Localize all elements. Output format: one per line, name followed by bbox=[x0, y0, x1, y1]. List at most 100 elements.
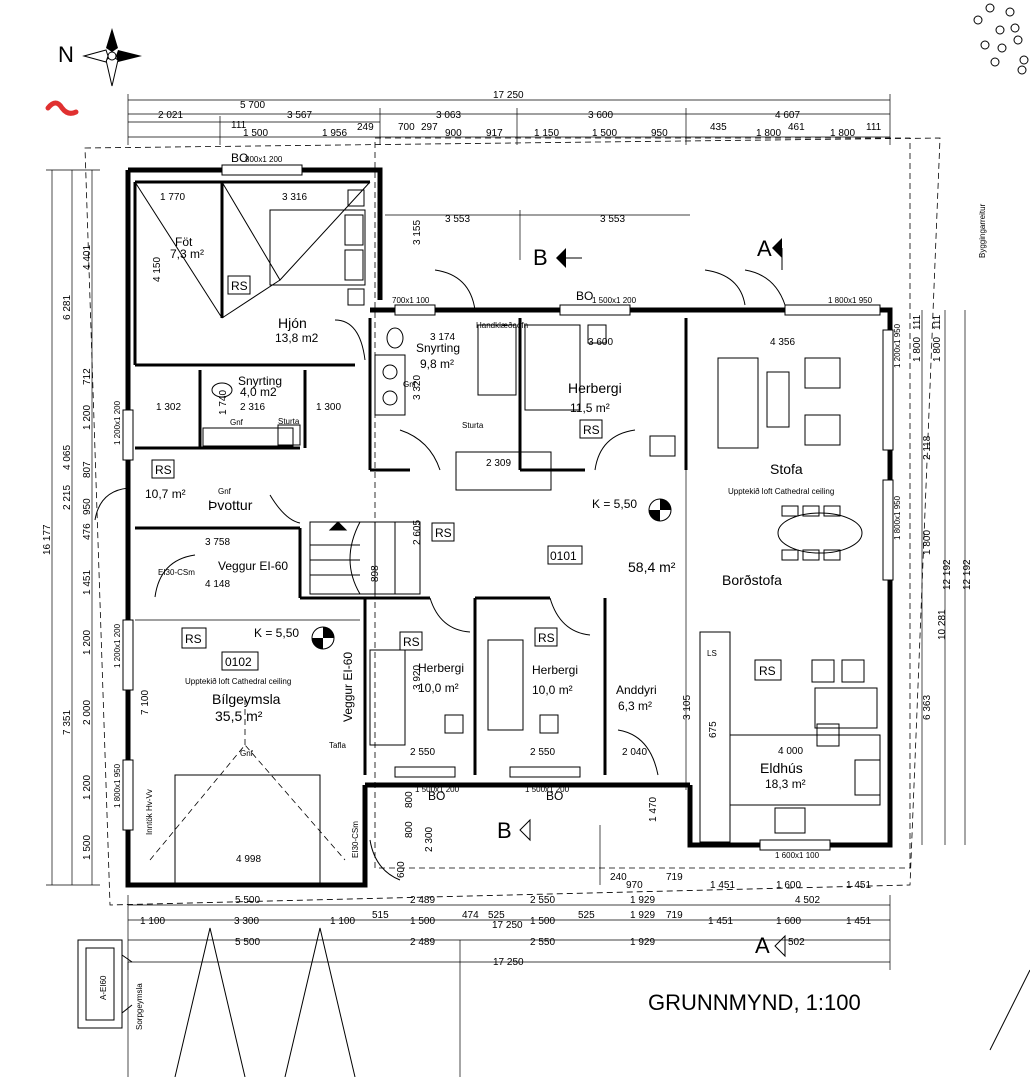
room-snyrting-area: 9,8 m² bbox=[420, 357, 454, 371]
svg-text:2 300: 2 300 bbox=[424, 827, 435, 852]
double-bed-icon bbox=[269, 189, 366, 306]
svg-text:675: 675 bbox=[708, 721, 719, 738]
svg-text:1 200x1 200: 1 200x1 200 bbox=[113, 400, 122, 445]
dim-overall-top: 17 250 bbox=[493, 90, 524, 101]
section-markers: B A B A bbox=[497, 236, 786, 958]
svg-text:Handklæðaofn: Handklæðaofn bbox=[476, 321, 528, 330]
bottom-dimension-lines bbox=[127, 825, 891, 1077]
room-bilgeymsla-area: 35,5 m² bbox=[215, 708, 263, 724]
north-arrow-icon: N bbox=[58, 28, 142, 87]
room-hjon-name: Hjón bbox=[278, 315, 307, 331]
svg-text:240: 240 bbox=[610, 872, 627, 883]
svg-text:1 200x1 200: 1 200x1 200 bbox=[113, 623, 122, 668]
svg-text:1 800: 1 800 bbox=[912, 337, 923, 362]
svg-text:800: 800 bbox=[404, 791, 415, 808]
svg-text:1 100: 1 100 bbox=[140, 916, 165, 927]
bo-tag-4: BO bbox=[546, 789, 563, 803]
svg-text:16 177: 16 177 bbox=[42, 524, 53, 555]
svg-text:1 300: 1 300 bbox=[316, 402, 341, 413]
svg-text:6 281: 6 281 bbox=[62, 295, 73, 320]
svg-text:5 500: 5 500 bbox=[235, 937, 260, 948]
svg-text:1 150: 1 150 bbox=[534, 128, 559, 139]
svg-text:4 502: 4 502 bbox=[795, 895, 820, 906]
bathroom-fixtures bbox=[202, 324, 517, 447]
svg-text:1 500: 1 500 bbox=[530, 916, 555, 927]
section-b-top: B bbox=[533, 245, 548, 270]
svg-text:6 363: 6 363 bbox=[922, 695, 933, 720]
dim-top-5: 2 021 bbox=[158, 110, 183, 121]
right-dimension-lines bbox=[921, 310, 966, 845]
section-b-bottom: B bbox=[497, 818, 512, 843]
inner-dimensions: 1 770 3 316 3 553 3 553 3 174 3 600 4 35… bbox=[156, 192, 803, 865]
svg-text:2 550: 2 550 bbox=[530, 895, 555, 906]
svg-text:12 192: 12 192 bbox=[962, 559, 973, 590]
svg-text:2 489: 2 489 bbox=[410, 937, 435, 948]
gnf-tag-3: Gnf bbox=[240, 749, 254, 758]
room-fot-area: 7,3 m² bbox=[170, 247, 204, 261]
room-thvottur-name: Þvottur bbox=[208, 497, 253, 513]
wall-ei60-vertical-label: Veggur EI-60 bbox=[341, 652, 355, 722]
red-mark-icon bbox=[45, 100, 79, 116]
bo-tag-1: BO bbox=[231, 151, 248, 165]
svg-text:474: 474 bbox=[462, 910, 479, 921]
svg-text:RS: RS bbox=[435, 526, 452, 540]
svg-text:1 956: 1 956 bbox=[322, 128, 347, 139]
svg-text:RS: RS bbox=[403, 635, 420, 649]
zone-0102: 0102 bbox=[225, 655, 252, 669]
svg-text:970: 970 bbox=[626, 880, 643, 891]
svg-text:1 200: 1 200 bbox=[82, 775, 93, 800]
windows bbox=[122, 164, 894, 851]
building-plot-outline bbox=[84, 137, 941, 906]
svg-text:3 155: 3 155 bbox=[412, 220, 423, 245]
bottom-dims-misc: 240 970 719 1 451 1 600 1 451 bbox=[610, 872, 871, 891]
svg-text:RS: RS bbox=[583, 423, 600, 437]
staircase-icon bbox=[309, 521, 421, 595]
svg-text:719: 719 bbox=[666, 872, 683, 883]
svg-text:1 800: 1 800 bbox=[830, 128, 855, 139]
svg-text:525: 525 bbox=[578, 910, 595, 921]
bottom-dims-row2: 1 100 3 300 1 100 515 1 500 474 525 1 50… bbox=[140, 910, 871, 931]
driveway-lines bbox=[174, 927, 1030, 1077]
room-snyrting2-area: 4,0 m2 bbox=[240, 385, 277, 399]
svg-text:4 401: 4 401 bbox=[82, 245, 93, 270]
svg-text:297: 297 bbox=[421, 122, 438, 133]
svg-text:435: 435 bbox=[710, 122, 727, 133]
bo-tag-2: BO bbox=[576, 289, 593, 303]
room-snyrting2-name: Snyrting bbox=[238, 374, 282, 388]
door-swings bbox=[94, 269, 786, 881]
svg-text:111: 111 bbox=[932, 314, 943, 330]
svg-text:1 451: 1 451 bbox=[846, 880, 871, 891]
svg-text:4 148: 4 148 bbox=[205, 579, 230, 590]
rs-tags: RS RS RS RS RS RS RS RS bbox=[151, 275, 782, 681]
room-bordstofa-area: 58,4 m² bbox=[628, 559, 676, 575]
svg-text:2 040: 2 040 bbox=[622, 747, 647, 758]
roof-outline bbox=[374, 137, 911, 869]
room-stofa-name: Stofa bbox=[770, 461, 803, 477]
svg-text:1 929: 1 929 bbox=[630, 895, 655, 906]
svg-text:800x1 200: 800x1 200 bbox=[245, 155, 283, 164]
svg-text:111: 111 bbox=[866, 122, 882, 133]
svg-text:1 800: 1 800 bbox=[932, 337, 943, 362]
svg-text:800: 800 bbox=[404, 821, 415, 838]
wall-ei60-label: Veggur EI-60 bbox=[218, 559, 288, 573]
room-herbergi2-name: Herbergi bbox=[418, 661, 464, 675]
utility-inlet-label: Inntök Hv-Vv bbox=[145, 789, 154, 835]
dim-overall-bottom: 17 250 bbox=[493, 957, 524, 968]
svg-text:1 600: 1 600 bbox=[776, 880, 801, 891]
svg-text:1 451: 1 451 bbox=[846, 916, 871, 927]
svg-text:1 500: 1 500 bbox=[82, 835, 93, 860]
svg-text:RS: RS bbox=[759, 664, 776, 678]
svg-text:17 250: 17 250 bbox=[492, 920, 523, 931]
svg-text:2 550: 2 550 bbox=[530, 747, 555, 758]
svg-text:3 316: 3 316 bbox=[282, 192, 307, 203]
room-bilgeymsla-name: Bílgeymsla bbox=[212, 691, 281, 707]
svg-text:1 100: 1 100 bbox=[330, 916, 355, 927]
svg-text:3 758: 3 758 bbox=[205, 537, 230, 548]
misc-tags: BO BO BO BO Gnf Gnf Gnf Gnf Sturta Sturt… bbox=[99, 151, 987, 1030]
ls-tag: LS bbox=[707, 649, 717, 658]
reference-lines bbox=[135, 210, 690, 790]
svg-text:2 215: 2 215 bbox=[62, 485, 73, 510]
building-plot-label: Byggingarreitur bbox=[978, 203, 987, 258]
right-dimensions: 111 1 800 111 1 800 2 118 1 800 12 192 1… bbox=[912, 314, 973, 720]
bottom-dims-row3: 5 500 2 489 2 550 1 929 502 17 250 bbox=[235, 937, 805, 968]
